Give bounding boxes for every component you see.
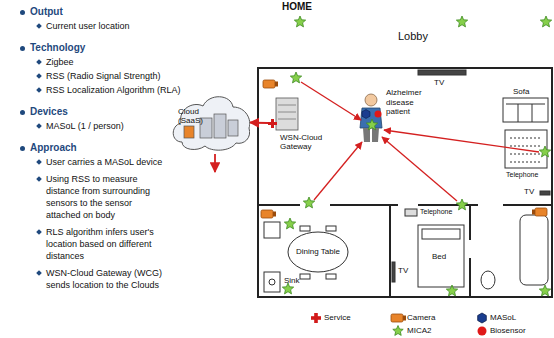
diagram-title: HOME <box>282 1 312 12</box>
biosensor-symbol <box>478 327 487 336</box>
camera-icon <box>263 80 278 88</box>
room-label: Dining Table <box>293 247 343 257</box>
section-heading: Output <box>30 6 230 18</box>
mica2-sensor <box>366 119 377 130</box>
bullet-text: RLS algorithm infers user's location bas… <box>46 226 164 262</box>
bullet-dot <box>20 146 25 151</box>
furniture <box>264 70 550 292</box>
bullet-diamond <box>36 159 42 165</box>
mica2-sensor <box>294 16 305 27</box>
cloud-node: Cloud (SaaS) <box>170 90 250 154</box>
bullet-diamond <box>36 270 42 276</box>
bullet-dot <box>20 110 25 115</box>
room-label: TV <box>434 78 444 88</box>
legend-text: Service <box>324 313 351 322</box>
walls <box>258 68 552 297</box>
mica2-sensor <box>393 326 403 336</box>
bullet-diamond <box>36 229 42 235</box>
room-label: Lobby <box>398 30 428 43</box>
masol-symbol <box>478 313 487 323</box>
bullet-text: Zigbee <box>46 56 246 68</box>
legend-text: Camera <box>407 313 435 322</box>
patient-node: Alzheimer disease patient <box>386 88 432 117</box>
bullet-diamond <box>36 59 42 65</box>
section-heading: Technology <box>30 42 230 54</box>
room-label: TV <box>398 266 408 276</box>
bullet-text: RSS (Radio Signal Strength) <box>46 70 246 82</box>
bullet-dot <box>20 10 25 15</box>
gateway-node: WSN-Cloud Gateway <box>268 96 340 151</box>
mica2-sensor <box>446 285 457 296</box>
camera-icon <box>261 210 276 218</box>
bullet-text: Current user location <box>46 20 246 32</box>
room-label: Telephone <box>420 208 452 216</box>
mica2-sensor <box>456 16 467 27</box>
mica2-sensor <box>539 146 550 157</box>
bullet-dot <box>20 46 25 51</box>
bullet-diamond <box>36 123 42 129</box>
room-label: Sink <box>284 276 300 286</box>
bullet-text: WSN-Cloud Gateway (WCG) sends location t… <box>46 267 164 291</box>
legend-text: MASoL <box>490 313 516 322</box>
node-text: Cloud (SaaS) <box>170 90 218 125</box>
service-cross <box>311 313 321 323</box>
legend-text: MICA2 <box>407 326 431 335</box>
room-label: Telephone <box>506 171 538 179</box>
gateway-server-icon <box>268 96 304 134</box>
room-label: TV <box>524 187 534 197</box>
sensor-signals <box>215 82 539 201</box>
bullet-text: RSS Localization Algorithm (RLA) <box>46 84 246 96</box>
mica2-sensor <box>290 72 301 83</box>
mica2-sensor <box>540 16 551 27</box>
mica2-sensor <box>456 199 467 210</box>
legend-text: Biosensor <box>490 326 526 335</box>
camera-icon <box>532 208 547 216</box>
bullet-text: User carries a MASoL device <box>46 156 164 168</box>
camera-icon <box>391 314 406 322</box>
bullet-diamond <box>36 176 42 182</box>
bullet-text: Using RSS to measure distance from surro… <box>46 173 164 221</box>
mica2-sensor <box>539 285 550 296</box>
node-text: WSN-Cloud Gateway <box>268 133 340 151</box>
mica2-sensor <box>303 197 314 208</box>
patient-figure <box>360 94 382 142</box>
node-text: Alzheimer disease patient <box>386 88 432 117</box>
room-label: Bed <box>432 252 446 262</box>
bullet-diamond <box>36 73 42 79</box>
mica2-sensor <box>284 218 295 229</box>
bullet-diamond <box>36 87 42 93</box>
data-arrow <box>250 122 268 124</box>
bullet-diamond <box>36 23 42 29</box>
room-label: Sofa <box>513 87 529 97</box>
